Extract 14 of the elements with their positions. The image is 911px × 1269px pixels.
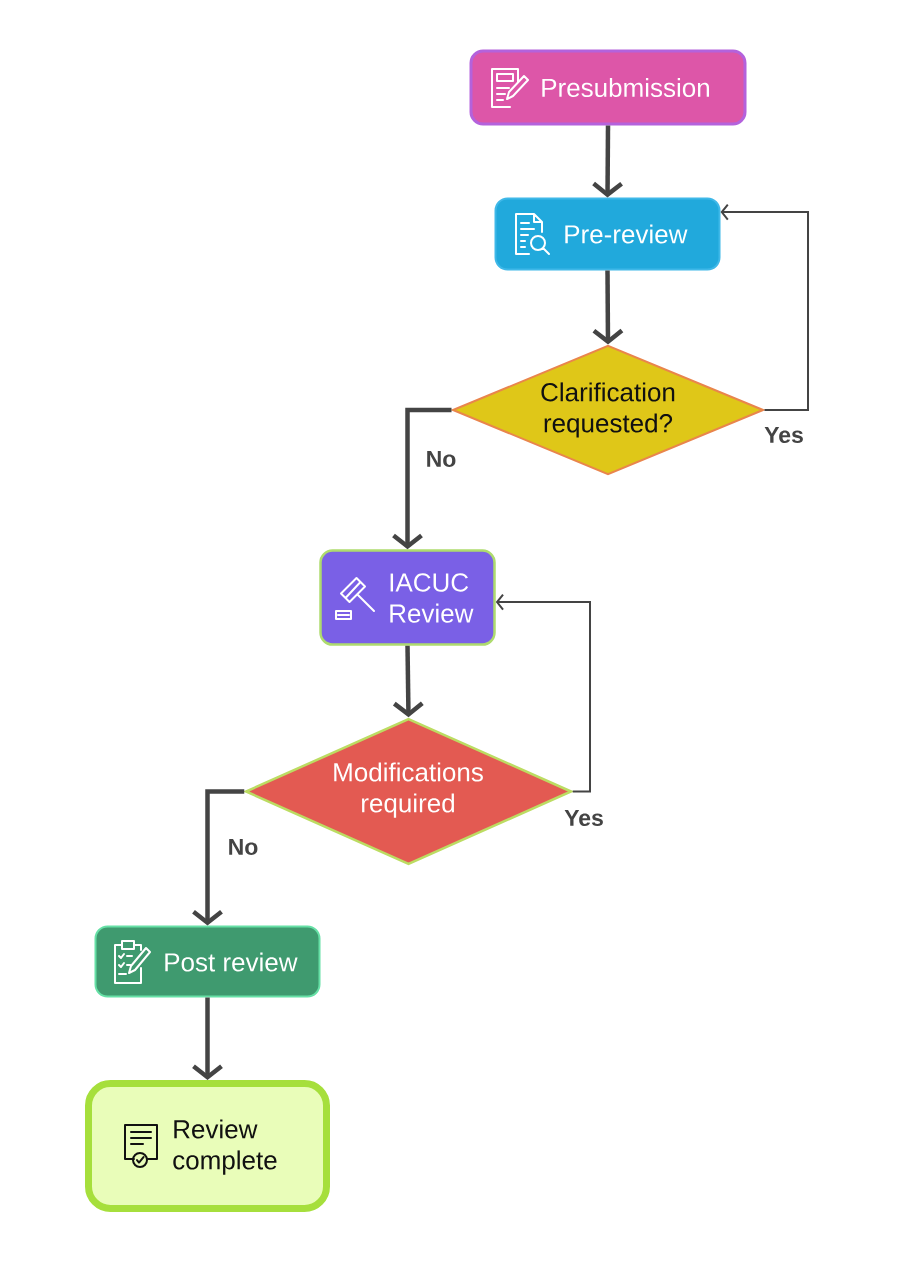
arrow <box>392 407 452 550</box>
process-box: Pre-review <box>494 197 721 271</box>
process-box: Presubmission <box>469 49 747 126</box>
arrow <box>192 997 223 1080</box>
arrow <box>495 593 591 793</box>
process-box: IACUC Review <box>319 549 496 646</box>
arrow <box>192 789 245 926</box>
arrow <box>592 125 623 198</box>
arrow <box>592 270 624 345</box>
process-box: Post review <box>94 925 321 998</box>
arrow <box>720 203 809 411</box>
arrow <box>392 645 424 718</box>
end-box: Review complete <box>85 1080 330 1212</box>
edge-label: Yes <box>763 426 805 445</box>
